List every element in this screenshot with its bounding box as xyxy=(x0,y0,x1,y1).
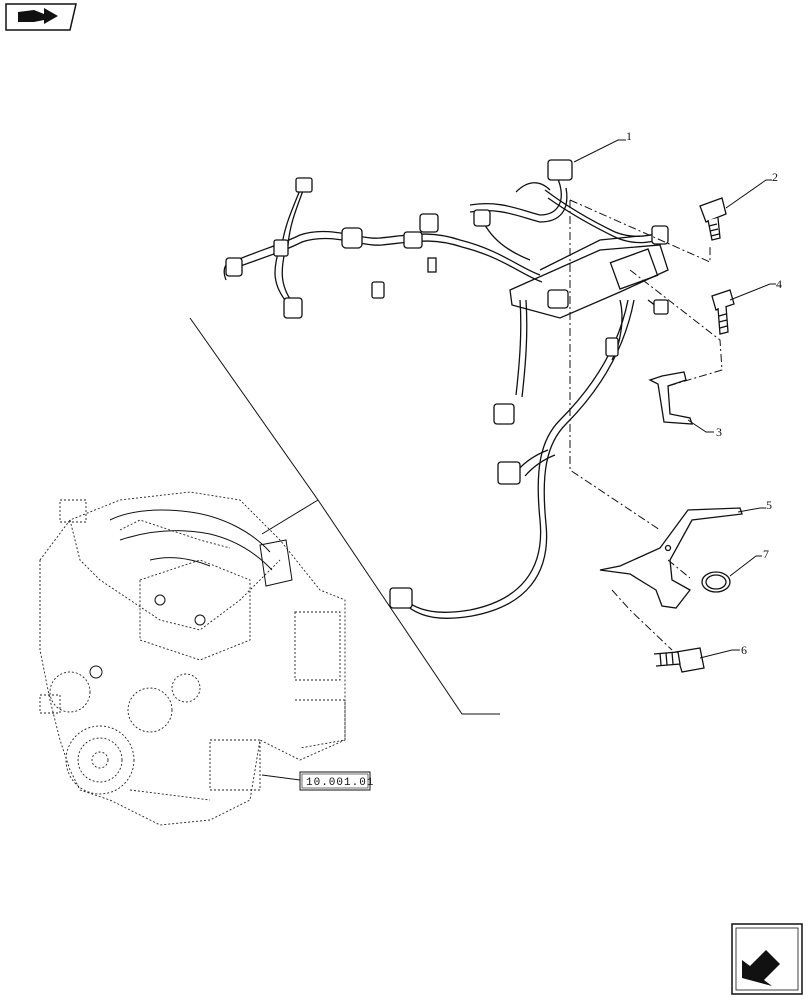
reference-box[interactable]: 10.001.01 xyxy=(261,771,374,791)
wiring-harness xyxy=(223,164,669,619)
callout-7: 7 xyxy=(763,547,769,561)
callout-5: 5 xyxy=(766,498,772,512)
bracket-item-5 xyxy=(599,507,743,609)
leader-lines xyxy=(189,139,776,715)
assembly-lines xyxy=(569,199,723,651)
callout-labels: 1 2 3 4 5 6 7 xyxy=(626,129,782,657)
engine-overview xyxy=(39,491,346,826)
bolt-item-2 xyxy=(699,197,727,241)
book-arrow-icon[interactable] xyxy=(5,3,77,31)
callout-4: 4 xyxy=(776,277,782,291)
clamp-item-3 xyxy=(648,371,693,425)
harness-connectors xyxy=(225,159,669,609)
callout-2: 2 xyxy=(772,170,778,184)
next-page-arrow-icon[interactable] xyxy=(731,923,803,995)
engine-overview-detail xyxy=(89,509,293,679)
clip-item-7 xyxy=(701,571,731,593)
reference-label: 10.001.01 xyxy=(306,777,374,789)
callout-1: 1 xyxy=(626,129,632,143)
bolt-item-4 xyxy=(711,289,735,335)
callout-3: 3 xyxy=(716,425,722,439)
bolt-item-6 xyxy=(653,647,705,673)
callout-6: 6 xyxy=(741,643,747,657)
